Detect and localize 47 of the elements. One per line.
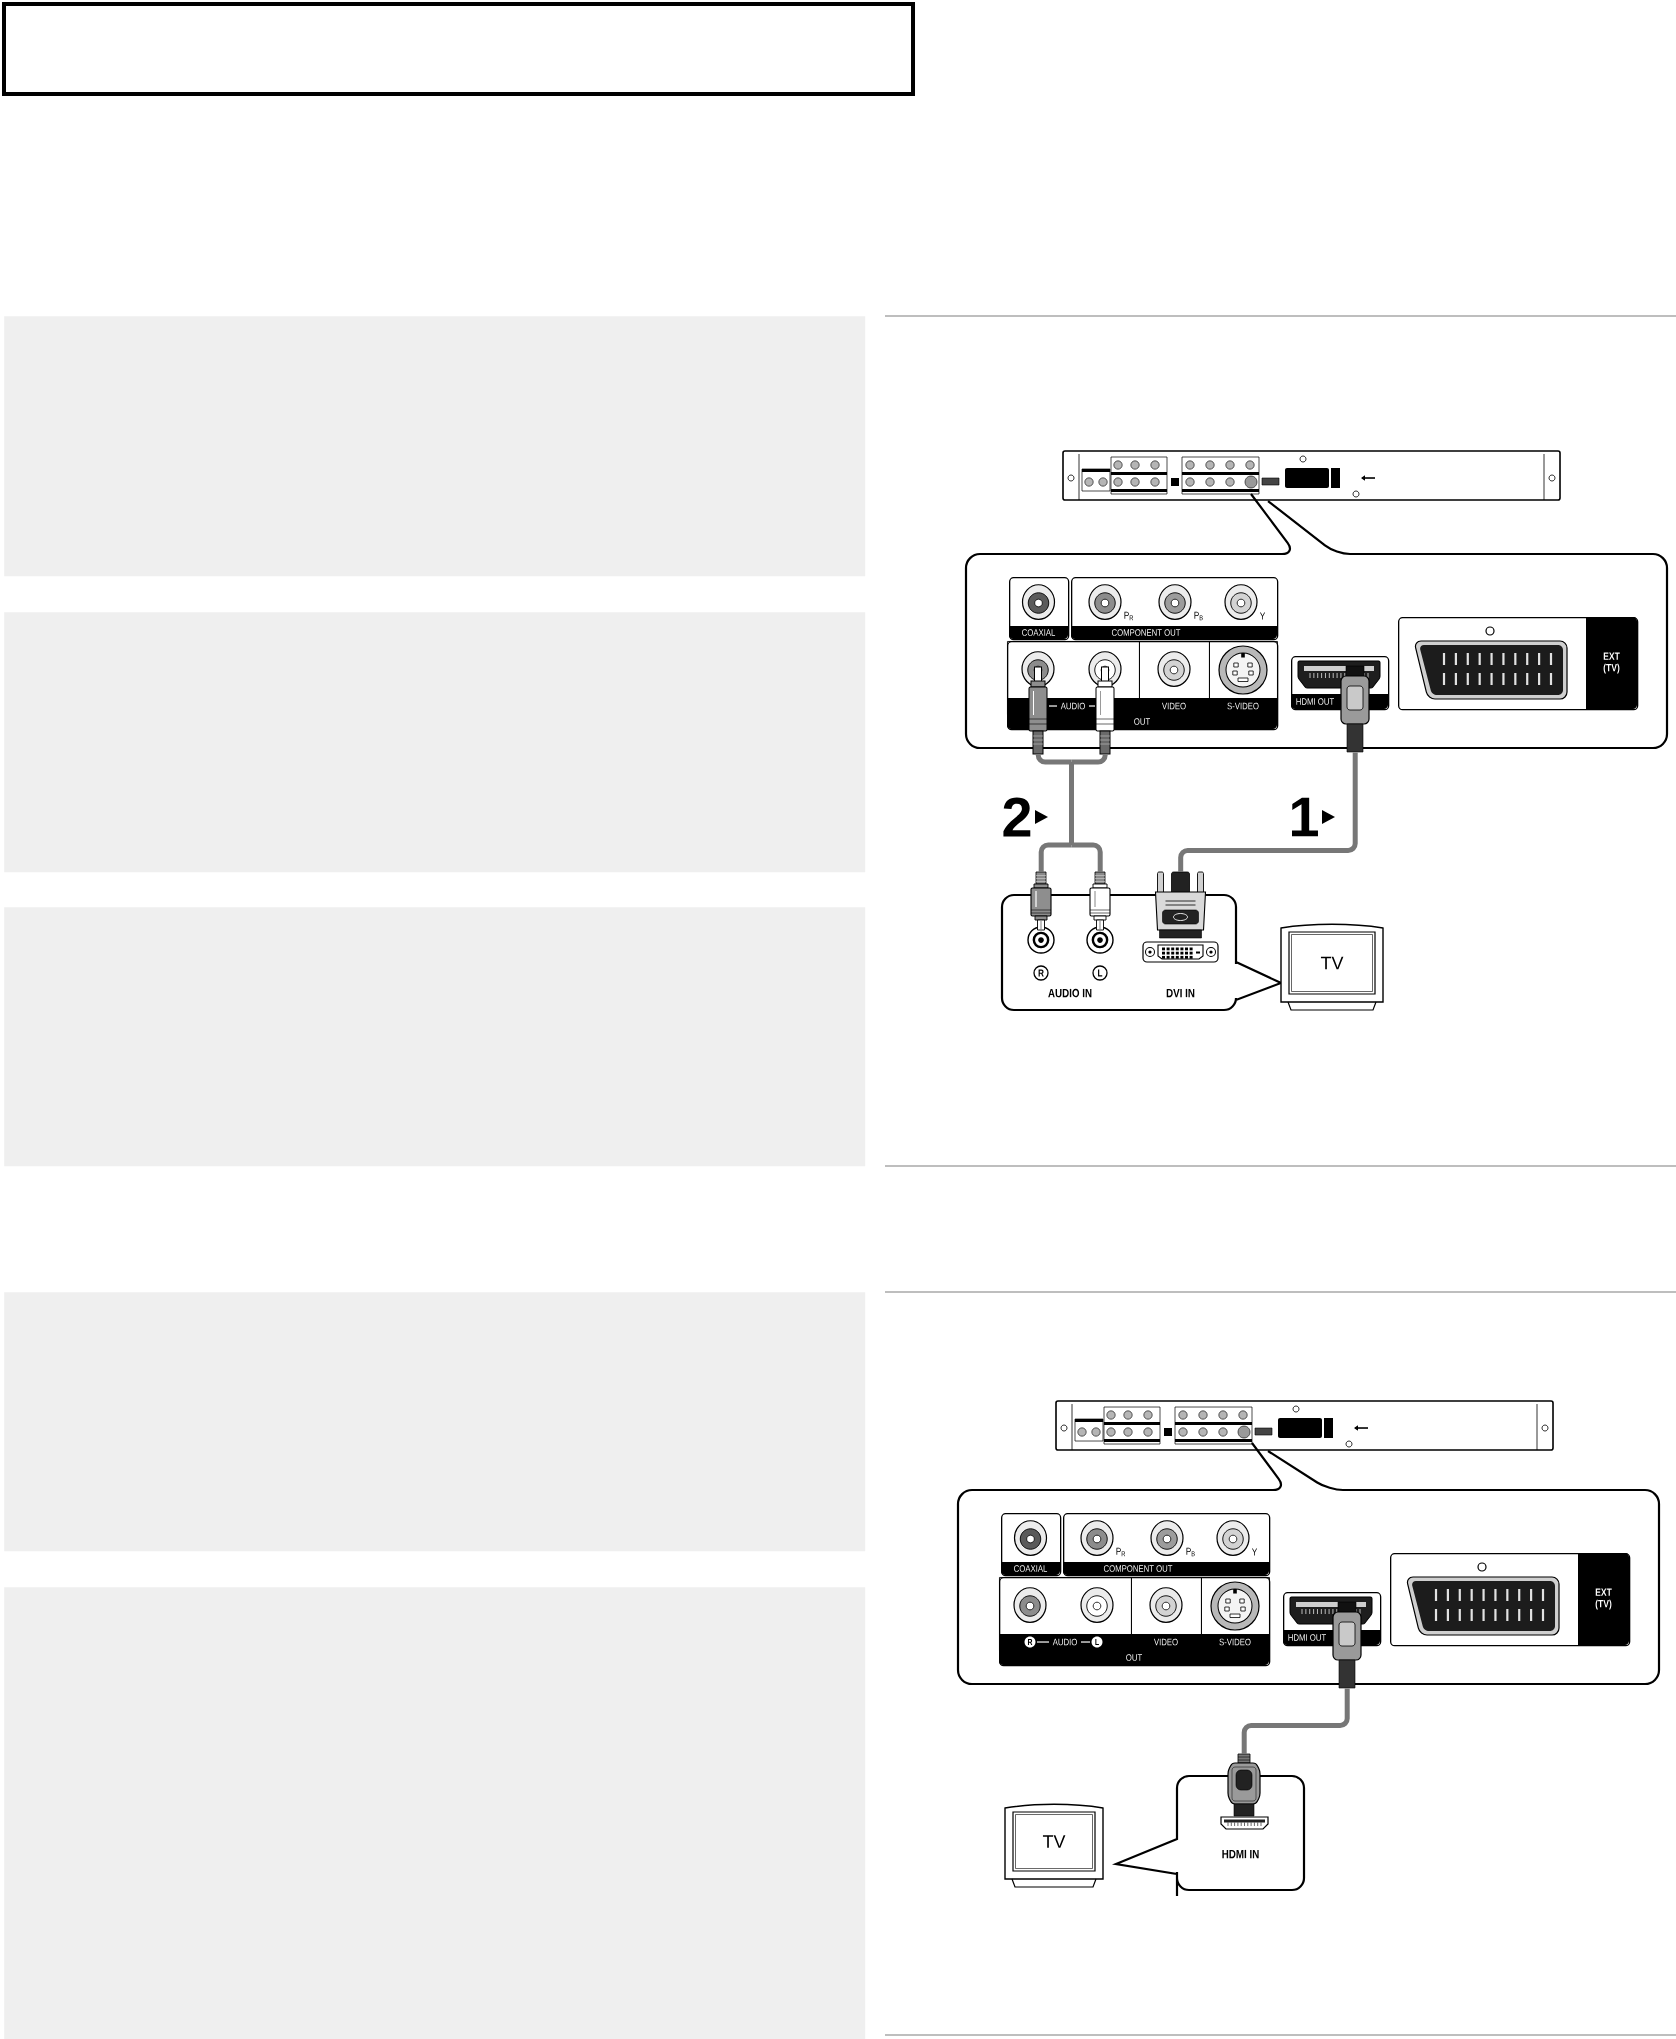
rca-plug [1030,871,1052,931]
port-label: S-VIDEO [1227,702,1259,710]
step-number: 2 [1003,797,1031,837]
port-label: COMPONENT OUT [1111,629,1181,636]
port-label: VIDEO [1153,1638,1178,1646]
port-label: HDMI OUT [1296,698,1334,705]
callout-panel [956,1442,1661,1686]
port-label: COMPONENT OUT [1103,1565,1173,1572]
channel-label: R [1024,1636,1036,1648]
port-label: P$_{B}$ [1194,611,1203,621]
hdmi-plug [1332,1601,1362,1689]
port-label: HDMI OUT [1288,1634,1326,1641]
port-label: Y [1259,612,1266,620]
title-box [2,2,915,96]
port-label: EXT (TV) [1603,652,1620,674]
port-label: COAXIAL [1014,1565,1048,1572]
device-rear-panel [1055,1400,1554,1451]
cable [1035,752,1108,872]
channel-label: L [1092,965,1108,981]
rca-plug [1089,871,1111,931]
rca-plug [1028,666,1048,755]
port-label: DVI IN [1166,988,1195,998]
port-label: P$_{R}$ [1124,611,1134,621]
rca-plug [1095,666,1115,755]
channel-label: R [1033,965,1049,981]
callout-panel [964,493,1669,750]
port-label: AUDIO [1052,1638,1077,1646]
port-label: EXT (TV) [1595,1588,1612,1610]
port-label: Y [1251,1548,1258,1556]
cable [1241,1688,1350,1754]
port-label: OUT [1134,718,1150,725]
port-label: COAXIAL [1022,629,1056,636]
cable [1178,752,1358,872]
step-number: 1 [1292,797,1318,837]
hdmi-plug [1227,1753,1261,1817]
dvi-plug [1154,871,1207,939]
port-label: OUT [1126,1654,1142,1661]
hdmi-plug [1340,665,1370,753]
channel-label: L [1091,1636,1103,1648]
port-label: VIDEO [1161,702,1186,710]
port-label: HDMI IN [1222,1849,1259,1859]
port-label: AUDIO IN [1048,988,1092,998]
port-label: P$_{R}$ [1116,1547,1126,1557]
port-label: S-VIDEO [1219,1638,1251,1646]
port-label: P$_{B}$ [1186,1547,1195,1557]
port-label: AUDIO [1060,702,1085,710]
device-rear-panel [1062,450,1561,501]
